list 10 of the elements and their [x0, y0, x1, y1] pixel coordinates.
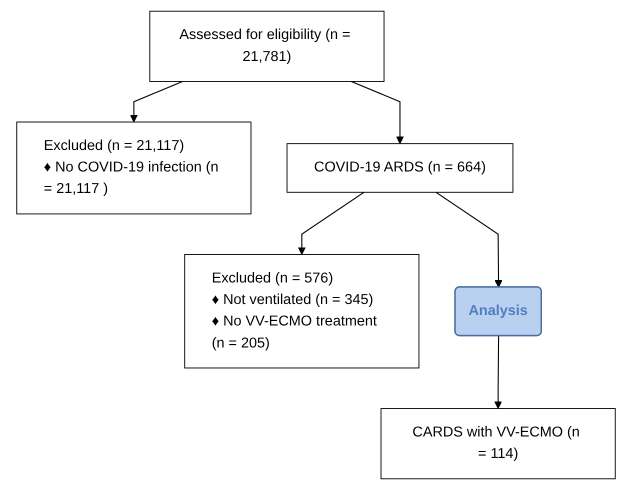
- node-box: Excluded (n = 576) ♦ Not ventilated (n = 345) ♦ No VV-ECMO treatment (n = 205): [184, 254, 420, 368]
- arrow: [494, 336, 502, 409]
- node-box: COVID-19 ARDS (n = 664): [286, 143, 514, 193]
- node-box: Excluded (n = 21,117) ♦ No COVID-19 infection (n = 21,117 ): [16, 122, 252, 214]
- arrow: [436, 192, 502, 288]
- arrow: [351, 80, 404, 144]
- node-box: CARDS with VV-ECMO (n = 114): [380, 408, 616, 480]
- node-box: Assessed for eligibility (n = 21,781): [149, 10, 384, 82]
- arrow: [298, 192, 364, 255]
- arrow: [130, 80, 183, 122]
